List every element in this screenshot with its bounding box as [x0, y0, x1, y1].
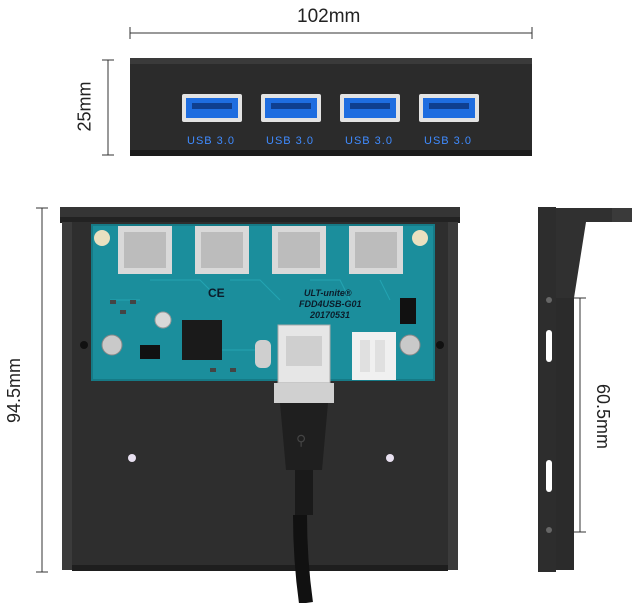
pcb-brand-text: ULT-unite® — [304, 288, 352, 298]
led-right-icon — [386, 454, 394, 462]
side-bracket — [538, 207, 632, 572]
usb-port-label-4: USB 3.0 — [424, 135, 472, 147]
internal-usb-port-2 — [195, 226, 249, 274]
usb-header-connector — [274, 324, 334, 403]
usb-port-label-3: USB 3.0 — [345, 135, 393, 147]
dimension-lines — [36, 27, 586, 573]
width-dimension-label: 102mm — [297, 6, 361, 27]
front-usb-port-4 — [419, 94, 479, 122]
usb-port-label-2: USB 3.0 — [266, 135, 314, 147]
internal-usb-port-4 — [349, 226, 403, 274]
pcb-date-code: 20170531 — [309, 310, 350, 320]
usb-trident-icon: ⚲ — [296, 432, 306, 448]
front-usb-port-1 — [182, 94, 242, 122]
internal-usb-port-3 — [272, 226, 326, 274]
usb-port-label-1: USB 3.0 — [187, 135, 235, 147]
led-left-icon — [128, 454, 136, 462]
usb-cable: ⚲ — [280, 403, 328, 603]
front-usb-port-3 — [340, 94, 400, 122]
ce-mark: CE — [208, 286, 225, 300]
internal-usb-port-1 — [118, 226, 172, 274]
pcb-model-text: FDD4USB-G01 — [299, 299, 362, 309]
front-usb-port-2 — [261, 94, 321, 122]
